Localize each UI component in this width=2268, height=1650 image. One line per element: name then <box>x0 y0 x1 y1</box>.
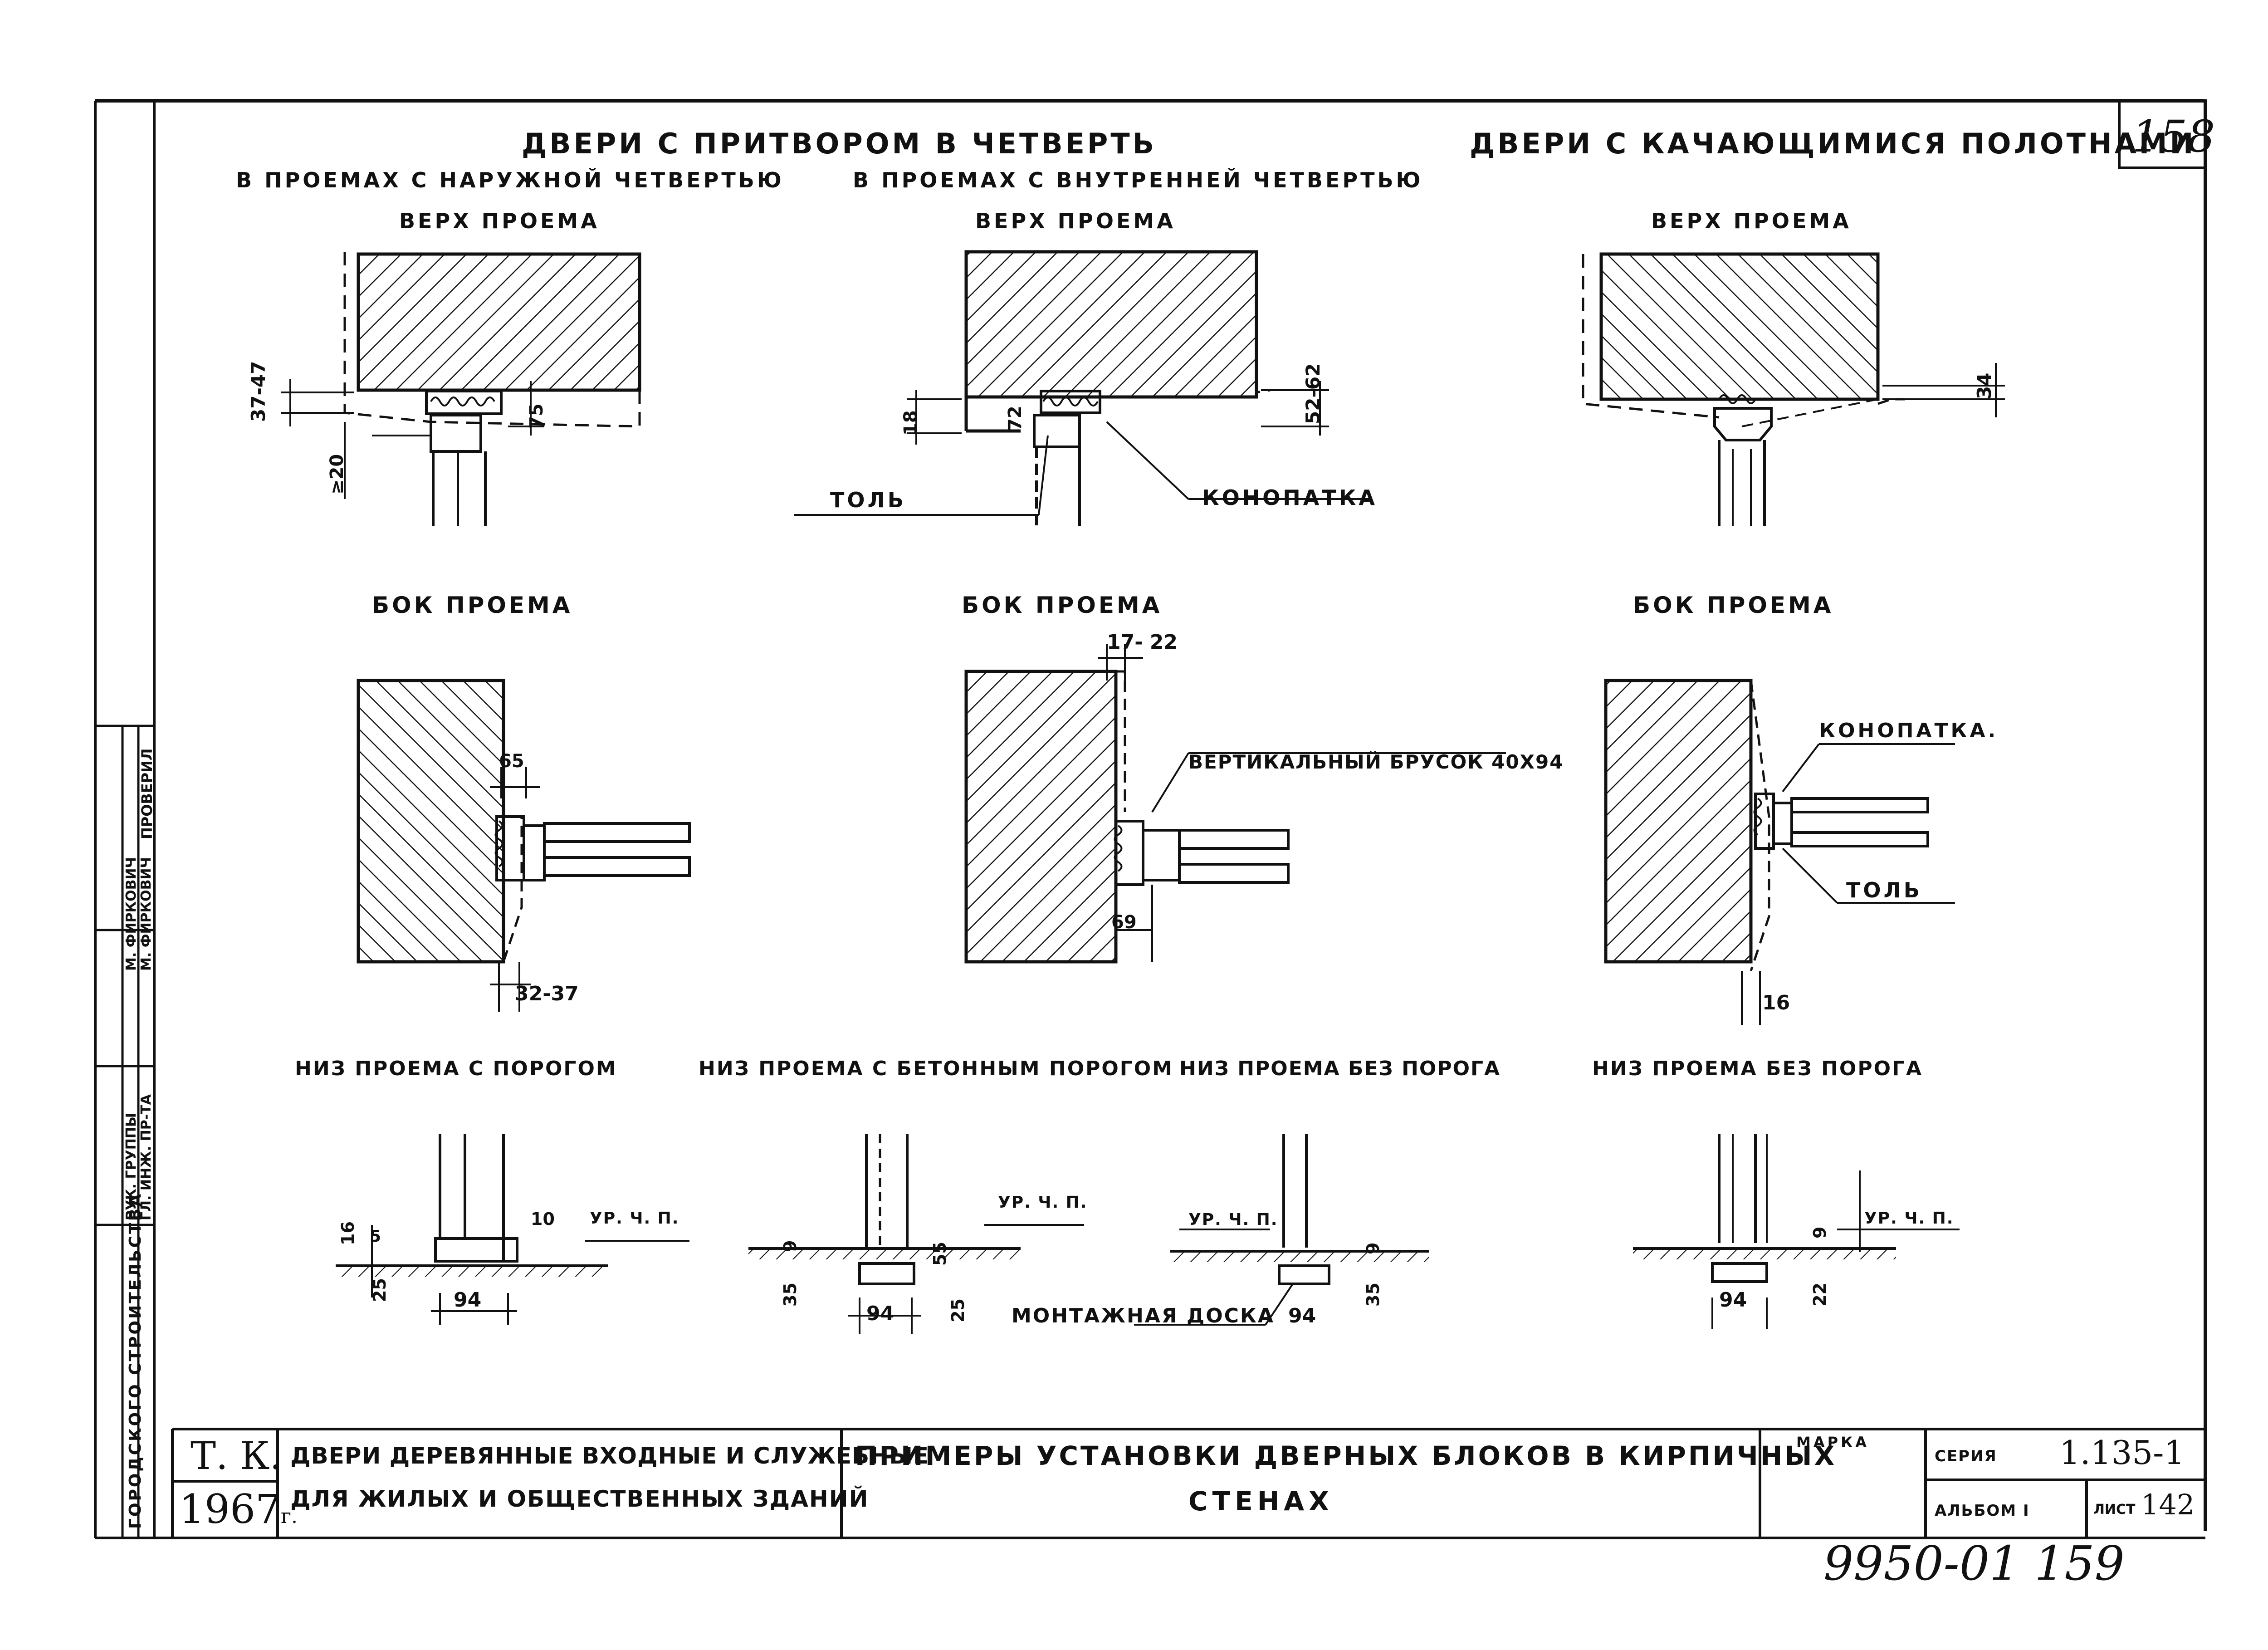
dim-65: 65 <box>499 751 524 772</box>
detail-bottom-no-threshold-1 <box>1134 1134 1429 1326</box>
title-sheet-value: 142 <box>2141 1488 2195 1521</box>
caption-bottom-2: НИЗ ПРОЕМА С БЕТОННЫМ ПОРОГОМ <box>699 1057 1173 1080</box>
callout-konopatka-top: КОНОПАТКА <box>1202 485 1378 510</box>
floor-level-1: УР. Ч. П. <box>590 1209 679 1228</box>
caption-top-1: ВЕРХ ПРОЕМА <box>399 209 600 233</box>
heading-swing-doors: ДВЕРИ С КАЧАЮЩИМИСЯ ПОЛОТНАМИ <box>1470 127 2196 160</box>
caption-top-2: ВЕРХ ПРОЕМА <box>975 209 1176 233</box>
caption-side-2: БОК ПРОЕМА <box>962 592 1163 618</box>
sheet-number: 158 <box>2132 111 2215 162</box>
dim-17-22: 17- 22 <box>1107 631 1178 654</box>
dim-18: 18 <box>900 410 921 436</box>
dim-b55: 55 <box>930 1242 950 1266</box>
title-marka-label: МАРКА <box>1796 1434 1869 1451</box>
dim-b10: 10 <box>531 1209 555 1229</box>
dim-b35a: 35 <box>780 1283 800 1307</box>
stamp-strip-lines <box>95 725 154 1538</box>
dim-32-37: 32-37 <box>515 982 579 1005</box>
caption-top-3: ВЕРХ ПРОЕМА <box>1651 209 1852 233</box>
dim-72: 72 <box>1005 406 1026 431</box>
title-subject-line-2: ДЛЯ ЖИЛЫХ И ОБЩЕСТВЕННЫХ ЗДАНИЙ <box>290 1486 869 1512</box>
dim-b9a: 9 <box>780 1240 800 1252</box>
heading-rebate-doors: ДВЕРИ С ПРИТВОРОМ В ЧЕТВЕРТЬ <box>522 127 1157 160</box>
dim-75: 75 <box>526 403 547 429</box>
title-main-line-1: ПРИМЕРЫ УСТАНОВКИ ДВЕРНЫХ БЛОКОВ В КИРПИ… <box>855 1440 1837 1471</box>
dim-b9b: 9 <box>1363 1242 1383 1254</box>
detail-top-outer-quarter <box>281 252 641 526</box>
title-series-value: 1.135-1 <box>2059 1434 2185 1472</box>
floor-level-4: УР. Ч. П. <box>1864 1209 1954 1228</box>
dim-52-62: 52-62 <box>1302 363 1324 424</box>
dim-b16: 16 <box>338 1221 358 1245</box>
detail-bottom-no-threshold-2 <box>1633 1134 1960 1329</box>
floor-level-3: УР. Ч. П. <box>1188 1210 1278 1229</box>
title-org: Т. К. <box>191 1434 282 1478</box>
dim-b5: 5 <box>370 1227 381 1246</box>
dim-20: ≥20 <box>327 454 347 495</box>
callout-konopatka-side: КОНОПАТКА. <box>1819 719 1999 742</box>
title-sheet-label: ЛИСТ <box>2093 1502 2136 1518</box>
stamp-institute: ГОРОДСКОГО СТРОИТЕЛЬСТВА <box>126 1192 145 1529</box>
title-year-suffix: г. <box>280 1505 298 1528</box>
dim-34: 34 <box>1973 372 1995 399</box>
title-main-line-2: СТЕНАХ <box>1188 1486 1334 1517</box>
dim-b94a: 94 <box>454 1288 482 1312</box>
dim-b94d: 94 <box>1719 1288 1747 1312</box>
caption-bottom-4: НИЗ ПРОЕМА БЕЗ ПОРОГА <box>1592 1057 1923 1080</box>
floor-level-2: УР. Ч. П. <box>998 1193 1088 1212</box>
dim-16-side: 16 <box>1762 991 1790 1014</box>
dim-69: 69 <box>1111 912 1137 933</box>
stamp-author-2: М. ФИРКОВИЧ <box>138 857 154 971</box>
dim-b94c: 94 <box>1288 1304 1316 1327</box>
title-block-lines <box>171 1428 2205 1538</box>
title-album-label: АЛЬБОМ I <box>1935 1502 2030 1520</box>
archive-number: 9950-01 159 <box>1823 1536 2125 1591</box>
stamp-author-1: М. ФИРКОВИЧ <box>123 857 139 971</box>
detail-side-swing <box>1604 679 1955 1025</box>
title-year: 1967г. <box>179 1486 298 1532</box>
detail-side-inner-quarter <box>964 644 1506 964</box>
caption-side-1: БОК ПРОЕМА <box>372 592 573 618</box>
callout-tol-top: ТОЛЬ <box>830 488 906 512</box>
detail-side-outer-quarter <box>357 679 691 1012</box>
caption-side-3: БОК ПРОЕМА <box>1633 592 1834 618</box>
detail-bottom-concrete <box>748 1134 1084 1334</box>
stamp-checked: ПРОВЕРИЛ <box>138 748 156 840</box>
dim-37-47: 37-47 <box>247 361 269 422</box>
dim-b94b: 94 <box>866 1302 894 1325</box>
detail-bottom-threshold <box>336 1134 689 1325</box>
dim-b22: 22 <box>1810 1283 1830 1307</box>
callout-brusok: ВЕРТИКАЛЬНЫЙ БРУСОК 40X94 <box>1188 751 1564 773</box>
caption-bottom-3: НИЗ ПРОЕМА БЕЗ ПОРОГА <box>1179 1057 1501 1080</box>
detail-top-swing <box>1582 252 2005 526</box>
callout-tol-side: ТОЛЬ <box>1846 878 1922 902</box>
title-subject-line-1: ДВЕРИ ДЕРЕВЯННЫЕ ВХОДНЫЕ И СЛУЖЕБНЫЕ <box>290 1443 929 1469</box>
heading-inner-quarter: В ПРОЕМАХ С ВНУТРЕННЕЙ ЧЕТВЕРТЬЮ <box>853 168 1423 192</box>
callout-montage-board: МОНТАЖНАЯ ДОСКА <box>1012 1304 1275 1327</box>
heading-outer-quarter: В ПРОЕМАХ С НАРУЖНОЙ ЧЕТВЕРТЬЮ <box>236 168 784 192</box>
title-series-label: СЕРИЯ <box>1935 1447 1997 1465</box>
dim-b25: 25 <box>370 1278 390 1302</box>
caption-bottom-1: НИЗ ПРОЕМА С ПОРОГОМ <box>295 1057 617 1080</box>
title-year-value: 1967 <box>179 1486 281 1532</box>
sheet-frame <box>94 99 2207 1539</box>
dim-b35b: 35 <box>1363 1283 1383 1307</box>
detail-top-inner-quarter <box>794 250 1370 526</box>
dim-b9c: 9 <box>1810 1226 1830 1239</box>
dim-b25b: 25 <box>948 1298 968 1322</box>
